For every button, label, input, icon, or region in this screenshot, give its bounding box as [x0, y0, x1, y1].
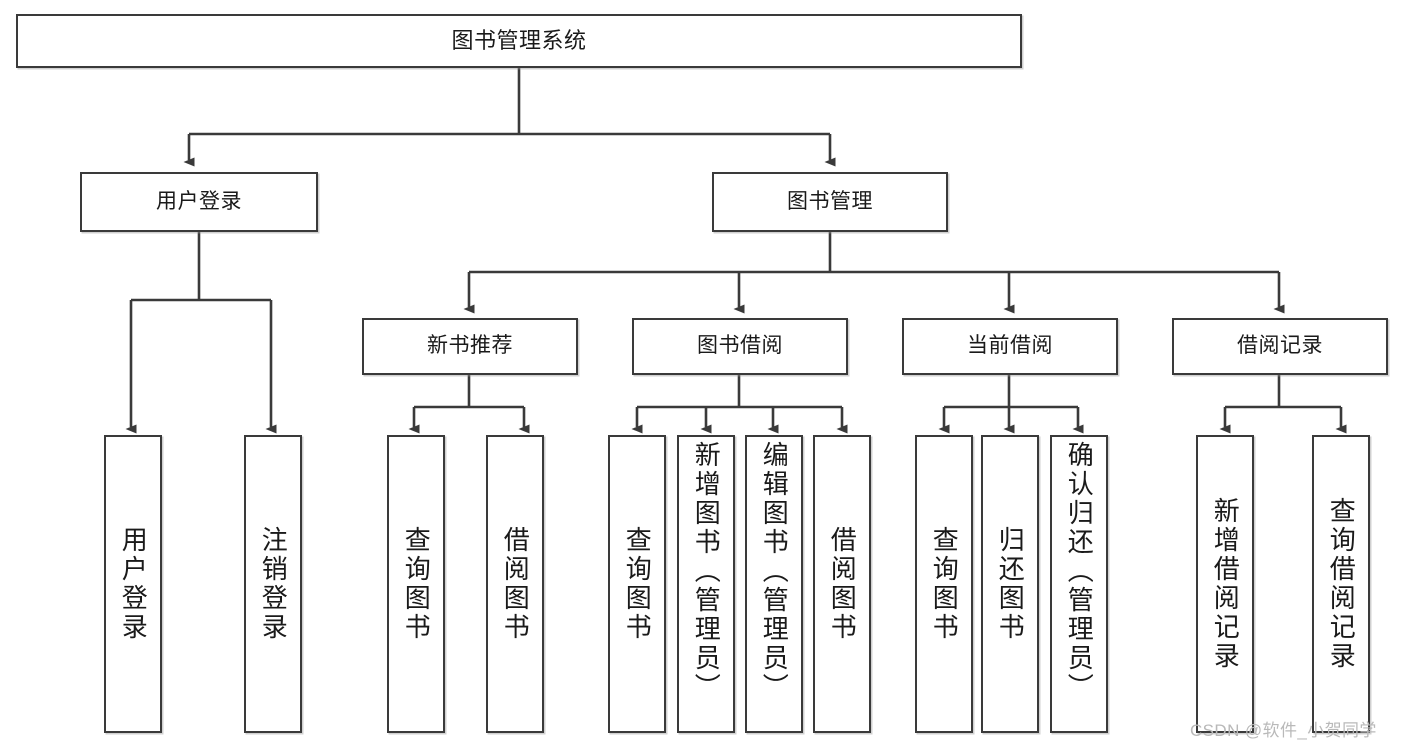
node-label: 借阅图书	[827, 526, 858, 642]
leaf-user-login-logout[interactable]: 注销登录	[244, 435, 302, 733]
leaf-borrow-record-add-record[interactable]: 新增借阅记录	[1196, 435, 1254, 733]
node-root-book-management-system[interactable]: 图书管理系统	[16, 14, 1022, 68]
leaf-new-book-query-book[interactable]: 查询图书	[387, 435, 445, 733]
leaf-book-borrow-query-book[interactable]: 查询图书	[608, 435, 666, 733]
node-label: 借阅图书	[500, 526, 531, 642]
node-new-book-recommend[interactable]: 新书推荐	[362, 318, 578, 375]
node-book-management[interactable]: 图书管理	[712, 172, 948, 232]
node-label: 查询图书	[401, 526, 432, 642]
node-label: 借阅记录	[1237, 334, 1323, 358]
node-label: 用户登录	[156, 189, 242, 213]
leaf-book-borrow-borrow-book[interactable]: 借阅图书	[813, 435, 871, 733]
node-label: 查询图书	[929, 526, 960, 642]
leaf-borrow-record-query-record[interactable]: 查询借阅记录	[1312, 435, 1370, 733]
leaf-new-book-borrow-book[interactable]: 借阅图书	[486, 435, 544, 733]
node-label: 新书推荐	[427, 334, 513, 358]
node-label: 编辑图书（管理员）	[759, 441, 790, 702]
node-label: 查询图书	[622, 526, 653, 642]
node-user-login[interactable]: 用户登录	[80, 172, 318, 232]
leaf-book-borrow-add-book-admin[interactable]: 新增图书（管理员）	[677, 435, 735, 733]
node-label: 图书管理	[787, 189, 873, 213]
leaf-current-borrow-return-book[interactable]: 归还图书	[981, 435, 1039, 733]
node-label: 注销登录	[258, 526, 289, 642]
csdn-watermark: CSDN @软件_小贺同学	[1190, 721, 1377, 740]
node-borrow-record[interactable]: 借阅记录	[1172, 318, 1388, 375]
node-label: 新增图书（管理员）	[691, 441, 722, 702]
node-label: 图书管理系统	[451, 28, 587, 54]
leaf-book-borrow-edit-book-admin[interactable]: 编辑图书（管理员）	[745, 435, 803, 733]
node-label: 图书借阅	[697, 334, 783, 358]
node-book-borrow[interactable]: 图书借阅	[632, 318, 848, 375]
node-label: 新增借阅记录	[1210, 497, 1241, 671]
node-label: 用户登录	[118, 526, 149, 642]
node-label: 归还图书	[995, 526, 1026, 642]
node-label: 确认归还（管理员）	[1064, 441, 1095, 702]
leaf-current-borrow-confirm-return-admin[interactable]: 确认归还（管理员）	[1050, 435, 1108, 733]
node-label: 查询借阅记录	[1326, 497, 1357, 671]
leaf-user-login-login[interactable]: 用户登录	[104, 435, 162, 733]
node-current-borrow[interactable]: 当前借阅	[902, 318, 1118, 375]
leaf-current-borrow-query-book[interactable]: 查询图书	[915, 435, 973, 733]
node-label: 当前借阅	[967, 334, 1053, 358]
